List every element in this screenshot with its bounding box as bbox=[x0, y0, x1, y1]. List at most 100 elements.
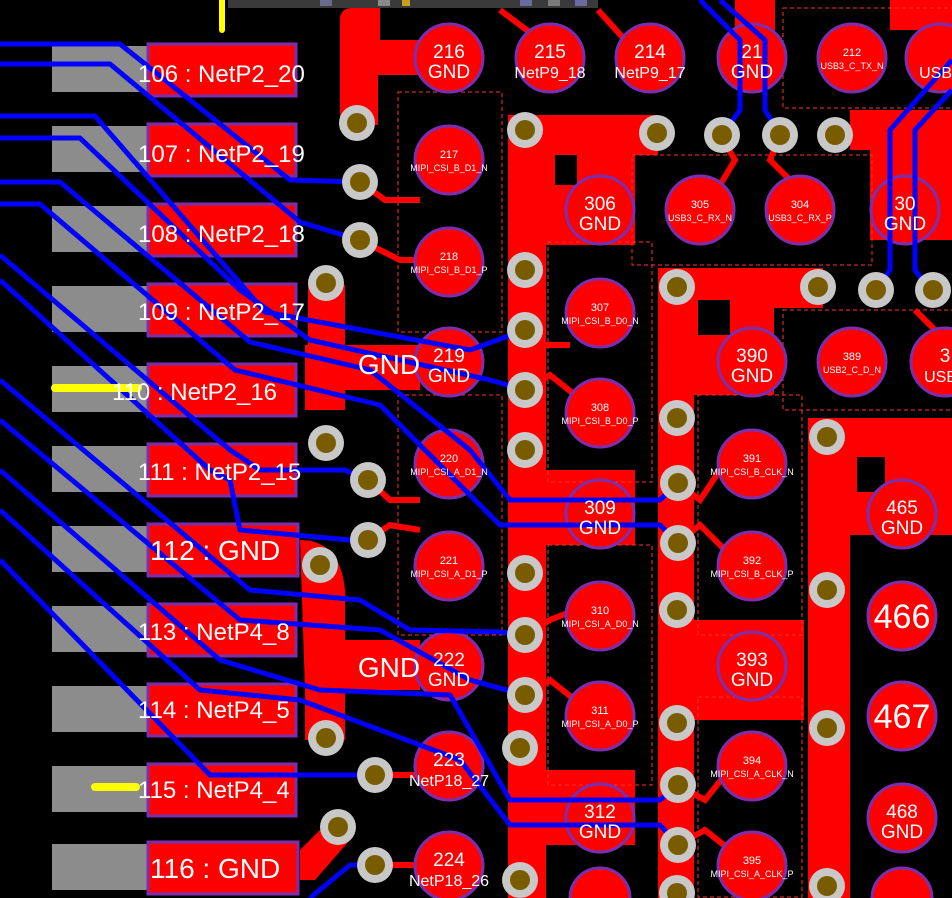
pad-net-name: USB3_C_RX_N bbox=[668, 213, 732, 223]
connector-pad-114: 114 : NetP4_5 bbox=[138, 697, 290, 724]
toolbar-tool-icon[interactable] bbox=[378, 0, 390, 6]
toolbar-tool-icon[interactable] bbox=[548, 0, 560, 6]
pad-net-name: NetP18_26 bbox=[409, 873, 489, 890]
pad-number: 392 bbox=[743, 555, 761, 567]
gnd-area-label: GND bbox=[358, 349, 420, 380]
pad-number: 217 bbox=[440, 149, 458, 161]
pad-number: 214 bbox=[634, 42, 666, 63]
toolbar-tool-icon[interactable] bbox=[402, 0, 410, 6]
pad-number: 30 bbox=[894, 194, 915, 215]
pad-number: 394 bbox=[743, 755, 761, 767]
pad-number: 304 bbox=[791, 199, 809, 211]
pad-net-name: USB3_C_TX_N bbox=[820, 61, 883, 71]
pad-number: 308 bbox=[591, 402, 609, 414]
pad-net-name: MIPI_CSI_A_D0_N bbox=[561, 619, 639, 629]
pad-number: 215 bbox=[534, 42, 566, 63]
connector-pad-108: 108 : NetP2_18 bbox=[138, 221, 305, 248]
pad-number: 466 bbox=[874, 598, 931, 636]
pad-number: 218 bbox=[440, 251, 458, 263]
pad-number: 395 bbox=[743, 855, 761, 867]
pad-net-name: GND bbox=[731, 366, 773, 387]
pad-net-name: NetP9_17 bbox=[614, 65, 685, 82]
round-pads bbox=[413, 22, 952, 898]
pad-net-name: MIPI_CSI_A_D0_P bbox=[561, 719, 638, 729]
connector-pad-109: 109 : NetP2_17 bbox=[138, 299, 305, 326]
pad-number: 307 bbox=[591, 302, 609, 314]
pad-number: 393 bbox=[736, 650, 768, 671]
pad-net-name: USB3 bbox=[919, 65, 952, 82]
pad-net-name: NetP18_27 bbox=[409, 773, 489, 790]
pad-net-name: MIPI_CSI_A_D1_P bbox=[410, 569, 487, 579]
pad-net-name: MIPI_CSI_A_D1_N bbox=[410, 467, 488, 477]
pad-partial: USB3 bbox=[919, 65, 952, 82]
pad-net-name: GND bbox=[428, 366, 470, 387]
connector-pad-116: 116 : GND bbox=[150, 853, 280, 884]
toolbar-tool-icon[interactable] bbox=[575, 0, 587, 6]
pad-number: 467 bbox=[874, 698, 931, 736]
pad-net-name: GND bbox=[579, 214, 621, 235]
vias bbox=[302, 105, 951, 898]
pad-466: 466 bbox=[874, 598, 931, 636]
pad-net-name: USB2 bbox=[924, 369, 952, 386]
pad-number: 310 bbox=[591, 605, 609, 617]
pad-number: 220 bbox=[440, 453, 458, 465]
pad-number: 219 bbox=[433, 346, 465, 367]
toolbar-tool-icon[interactable] bbox=[520, 0, 532, 6]
pad-net-name: USB2_C_D_N bbox=[823, 365, 881, 375]
pad-net-name: MIPI_CSI_A_CLK_N bbox=[710, 769, 794, 779]
pad-number: 212 bbox=[843, 47, 861, 59]
pad-net-name: USB3_C_RX_P bbox=[768, 213, 832, 223]
pad-net-name: NetP9_18 bbox=[514, 65, 585, 82]
connector-pad-112: 112 : GND bbox=[150, 535, 280, 566]
pad-number: 305 bbox=[691, 199, 709, 211]
pad-number: 222 bbox=[433, 650, 465, 671]
gnd-area-label: GND bbox=[358, 652, 420, 683]
pad-number: 306 bbox=[584, 194, 616, 215]
pad-3: 3USB2 bbox=[924, 346, 952, 386]
pad-net-name: GND bbox=[731, 670, 773, 691]
pad-number: 309 bbox=[584, 498, 616, 519]
gnd-area-labels: GND GND bbox=[358, 349, 420, 683]
pad-net-name: GND bbox=[881, 518, 923, 539]
pad-net-name: MIPI_CSI_B_D1_P bbox=[410, 265, 487, 275]
pad-number: 312 bbox=[584, 802, 616, 823]
pad-number: 216 bbox=[433, 42, 465, 63]
pad-number: 3 bbox=[940, 346, 951, 367]
pad-number: 390 bbox=[736, 346, 768, 367]
pad-net-name: GND bbox=[881, 822, 923, 843]
top-toolbar[interactable] bbox=[228, 0, 598, 8]
toolbar-tool-icon[interactable] bbox=[320, 0, 332, 6]
connector-pad-115: 115 : NetP4_4 bbox=[138, 777, 290, 804]
pad-number: 468 bbox=[886, 802, 918, 823]
connector-pad-110: 110 : NetP2_16 bbox=[112, 379, 277, 406]
pad-net-name: GND bbox=[884, 214, 926, 235]
pad-net-name: MIPI_CSI_A_CLK_P bbox=[710, 869, 793, 879]
pad-number: 465 bbox=[886, 498, 918, 519]
